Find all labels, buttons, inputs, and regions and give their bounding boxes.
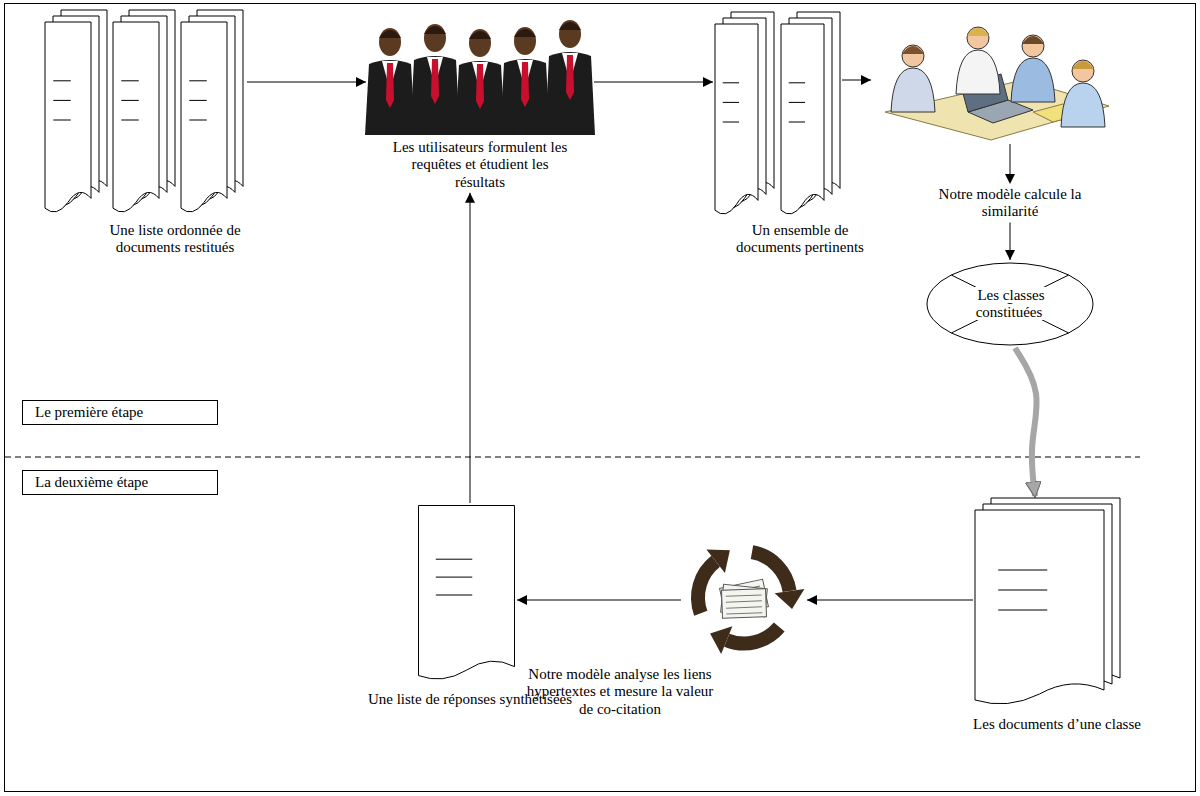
page-line — [53, 100, 70, 101]
node-icon — [683, 535, 805, 660]
node-icon — [975, 498, 1120, 710]
node-caption: Les utilisateurs formulent les requêtes … — [390, 139, 570, 191]
node-caption: Une liste de réponses synthétisées — [345, 691, 595, 708]
model-similarity: Notre modèle calcule la similarité — [890, 12, 1130, 221]
node-caption: Un ensemble de documents pertinents — [725, 222, 875, 257]
answer-list: Une liste de réponses synthétisées — [355, 505, 585, 708]
page-outline — [45, 22, 91, 212]
person-figure — [1061, 60, 1105, 127]
page-line — [998, 610, 1047, 611]
node-icon — [45, 10, 245, 218]
page-line — [53, 80, 70, 81]
flow-arrow — [594, 82, 713, 83]
person-figure — [365, 28, 415, 135]
flow-arrow — [1010, 223, 1011, 261]
stage-label: Le première étape — [35, 404, 205, 421]
flow-arrow — [517, 600, 681, 601]
page-line — [789, 122, 805, 123]
document-set: Un ensemble de documents pertinents — [730, 12, 870, 257]
node-icon — [418, 505, 515, 685]
inner-arrow — [1010, 144, 1011, 175]
recycle-arrowhead — [710, 626, 732, 654]
person-figure — [1011, 35, 1055, 102]
stage-separator — [5, 457, 1140, 458]
page-outline — [781, 24, 824, 214]
flow-arrow — [807, 600, 973, 601]
page-line — [998, 590, 1047, 591]
recycle-arrow — [698, 561, 716, 613]
page-outline — [113, 22, 159, 212]
page-line — [789, 82, 805, 83]
flow-arrow — [470, 193, 471, 503]
class-ellipse: Les classes constituées — [926, 262, 1094, 346]
page-outline — [975, 510, 1104, 704]
page-line — [436, 577, 472, 578]
node-icon — [715, 12, 840, 220]
newspaper — [722, 589, 767, 619]
node-caption: Une liste ordonnée de documents restitué… — [86, 222, 264, 257]
page-line — [436, 559, 472, 560]
person-figure — [956, 27, 1000, 94]
person-figure — [545, 20, 595, 135]
stage-box: La deuxième étape — [22, 470, 218, 495]
users-picture: Les utilisateurs formulent les requêtes … — [368, 12, 592, 191]
person-figure — [455, 29, 505, 135]
page-line — [723, 102, 739, 103]
node-caption: Notre modèle calcule la similarité — [935, 186, 1085, 221]
stage-label: La deuxième étape — [35, 474, 205, 491]
page-line — [121, 80, 138, 81]
page-line — [189, 100, 206, 101]
node-icon — [368, 12, 592, 135]
person-figure — [500, 27, 550, 135]
page-outline — [715, 24, 758, 214]
node-caption: Les documents d’une classe — [962, 716, 1152, 733]
page-line — [998, 570, 1047, 571]
document-list: Une liste ordonnée de documents restitué… — [75, 10, 275, 257]
page-line — [189, 80, 206, 81]
page-line — [723, 82, 739, 83]
stage-box: Le première étape — [22, 400, 218, 425]
page-line — [121, 120, 138, 121]
curved-arrow — [1015, 348, 1037, 496]
outer-border — [5, 4, 1196, 792]
class-documents: Les documents d’une classe — [962, 498, 1152, 733]
page-line — [189, 120, 206, 121]
node-caption: Les classes constituées — [952, 287, 1067, 322]
recycle-arrowhead — [706, 549, 729, 573]
recycle-arrowhead — [775, 589, 805, 609]
page-line — [789, 102, 805, 103]
page-line — [436, 595, 472, 596]
flow-arrow — [842, 80, 871, 81]
inner-arrowhead — [1005, 174, 1015, 184]
node-icon — [873, 12, 1113, 184]
page-line — [121, 100, 138, 101]
page-line — [53, 120, 70, 121]
person-figure — [410, 24, 460, 135]
recycle-arrow — [727, 627, 779, 643]
person-figure — [891, 45, 935, 112]
page-line — [723, 122, 739, 123]
flow-arrow — [247, 82, 366, 83]
page-outline — [419, 506, 515, 679]
cocitation-model: Notre modèle analyse les liens hypertext… — [515, 535, 725, 718]
page-outline — [181, 22, 227, 212]
